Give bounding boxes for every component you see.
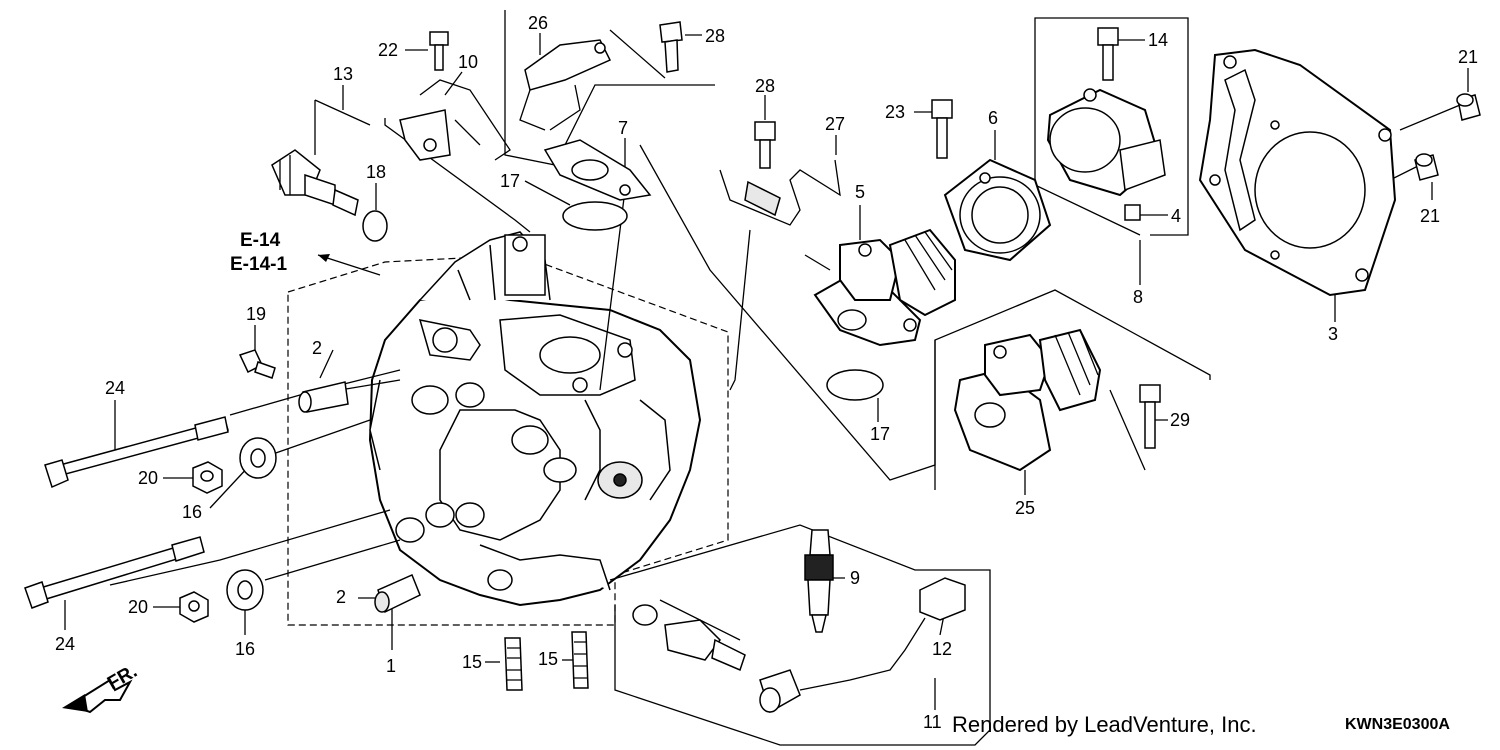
nut-lower bbox=[179, 591, 209, 623]
callout-18: 18 bbox=[366, 162, 386, 182]
callout-15-right: 15 bbox=[538, 649, 558, 669]
assembly-boundary bbox=[287, 254, 729, 626]
callout-27: 27 bbox=[825, 114, 845, 134]
bolt-22 bbox=[429, 31, 449, 71]
callout-7: 7 bbox=[618, 118, 628, 138]
callout-16-lower: 16 bbox=[235, 639, 255, 659]
cylinder-head bbox=[368, 231, 702, 607]
callout-28-mid: 28 bbox=[755, 76, 775, 96]
intake-pipe-alt bbox=[953, 328, 1102, 472]
callout-23: 23 bbox=[885, 102, 905, 122]
front-direction-arrow: FR. bbox=[62, 661, 141, 714]
callout-5: 5 bbox=[855, 182, 865, 202]
diagram-code: KWN3E0300A bbox=[1345, 716, 1450, 733]
dowel-pin-lower bbox=[374, 574, 421, 614]
intake-pipe bbox=[813, 228, 956, 347]
callout-26: 26 bbox=[528, 13, 548, 33]
dowel-pin-upper bbox=[298, 381, 349, 413]
bolt-28-mid bbox=[754, 121, 776, 169]
clip-27 bbox=[719, 159, 841, 226]
callout-19: 19 bbox=[246, 304, 266, 324]
callout-22: 22 bbox=[378, 40, 398, 60]
o-ring-17-lower bbox=[826, 369, 884, 401]
callouts: 1 2 2 3 4 5 6 7 8 9 10 11 12 13 14 15 15… bbox=[55, 13, 1478, 732]
bolt-19 bbox=[238, 349, 276, 379]
temperature-sensor-11 bbox=[632, 604, 746, 672]
reference-e14-1: E-14-1 bbox=[230, 254, 287, 275]
nut-upper bbox=[192, 461, 223, 494]
insulator-gasket bbox=[543, 139, 652, 201]
callout-8: 8 bbox=[1133, 287, 1143, 307]
o-ring-18 bbox=[362, 210, 388, 242]
callout-2-upper: 2 bbox=[312, 338, 322, 358]
callout-9: 9 bbox=[850, 568, 860, 588]
nut-4 bbox=[1124, 204, 1141, 221]
callout-16-upper: 16 bbox=[182, 502, 202, 522]
dowel-21-lower bbox=[1414, 153, 1439, 181]
stud-15-right bbox=[571, 631, 589, 689]
callout-17-upper: 17 bbox=[500, 171, 520, 191]
callout-21-lower: 21 bbox=[1420, 206, 1440, 226]
dowel-21-upper bbox=[1456, 93, 1481, 121]
stud-15-left bbox=[504, 637, 523, 691]
screw-14 bbox=[1097, 27, 1119, 81]
stud-bolt-lower bbox=[24, 536, 205, 609]
callout-2-lower: 2 bbox=[336, 587, 346, 607]
o-ring-17-upper bbox=[562, 201, 628, 231]
bolt-23 bbox=[931, 99, 953, 159]
callout-28-top: 28 bbox=[705, 26, 725, 46]
callout-20-upper: 20 bbox=[138, 468, 158, 488]
callout-12: 12 bbox=[932, 639, 952, 659]
intake-joint bbox=[943, 158, 1052, 262]
spark-plug bbox=[804, 529, 834, 633]
bracket-26 bbox=[519, 39, 612, 131]
cylinder-head-gasket bbox=[1198, 48, 1397, 297]
bolt-29 bbox=[1139, 384, 1161, 449]
washer-lower bbox=[226, 569, 264, 611]
stud-bolt-upper bbox=[44, 416, 229, 489]
callout-17-lower: 17 bbox=[870, 424, 890, 444]
callout-6: 6 bbox=[988, 108, 998, 128]
callout-15-left: 15 bbox=[462, 652, 482, 672]
callout-21-upper: 21 bbox=[1458, 47, 1478, 67]
reference-e14: E-14 bbox=[240, 230, 281, 251]
callout-29: 29 bbox=[1170, 410, 1190, 430]
callout-3: 3 bbox=[1328, 324, 1338, 344]
bracket-10 bbox=[399, 79, 511, 161]
callout-13: 13 bbox=[333, 64, 353, 84]
callout-10: 10 bbox=[458, 52, 478, 72]
hose-band bbox=[1046, 88, 1166, 197]
leader-lines bbox=[64, 33, 1469, 710]
callout-11: 11 bbox=[923, 712, 942, 732]
callout-24-upper: 24 bbox=[105, 378, 125, 398]
callout-20-lower: 20 bbox=[128, 597, 148, 617]
bolt-28-top bbox=[659, 21, 683, 73]
callout-24-lower: 24 bbox=[55, 634, 75, 654]
washer-upper bbox=[239, 437, 277, 479]
credit-text: Rendered by LeadVenture, Inc. bbox=[952, 712, 1257, 737]
callout-4: 4 bbox=[1171, 206, 1181, 226]
alignment-lines bbox=[109, 10, 1461, 746]
callout-25: 25 bbox=[1015, 498, 1035, 518]
temperature-sensor bbox=[271, 149, 359, 217]
callout-14: 14 bbox=[1148, 30, 1168, 50]
callout-1: 1 bbox=[386, 656, 396, 676]
sensor-harness bbox=[759, 577, 966, 714]
